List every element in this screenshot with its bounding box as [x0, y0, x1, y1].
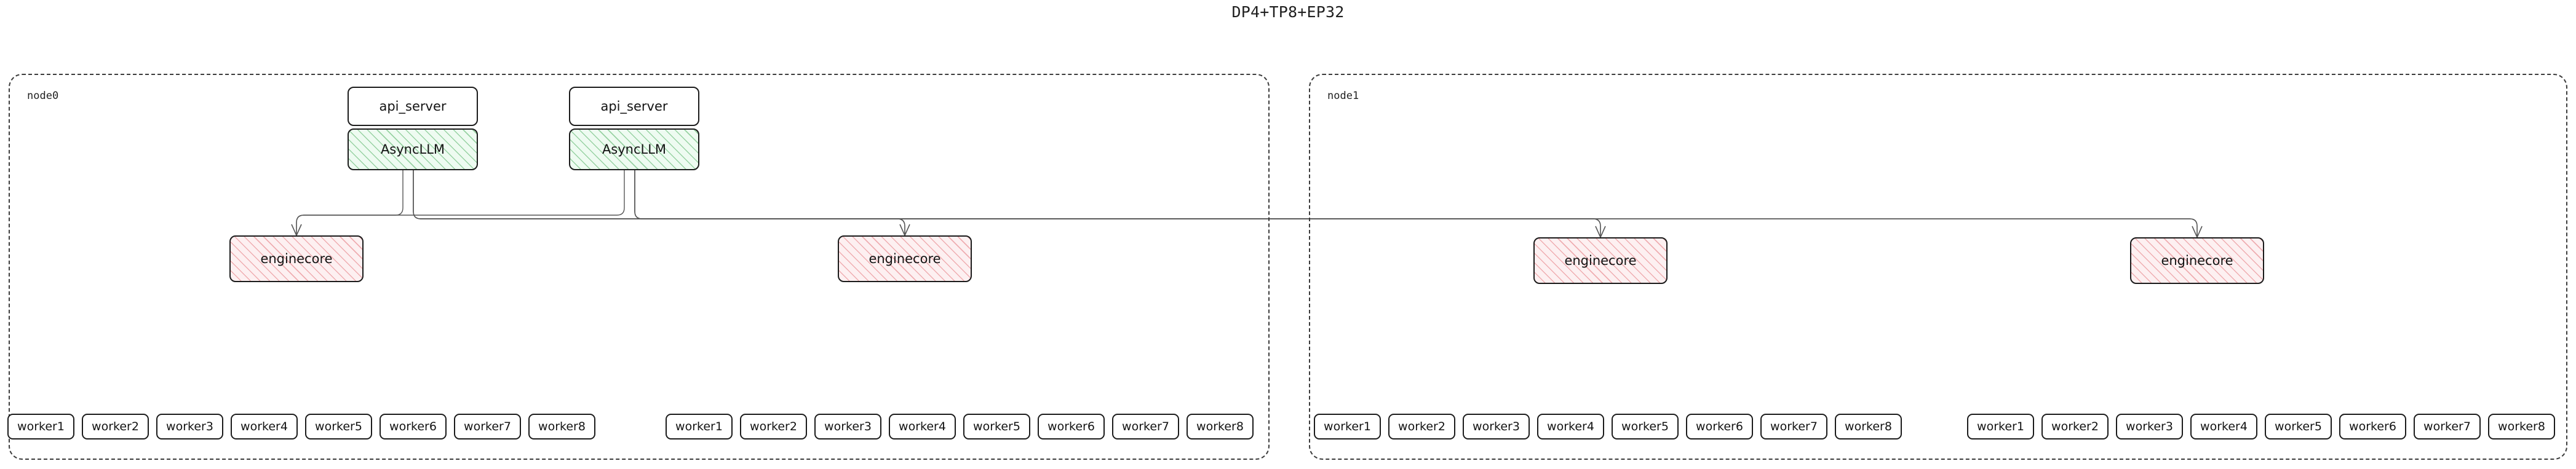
enginecore-box-1-0-label: enginecore [1564, 253, 1637, 268]
worker-box-0-1-7-label: worker8 [1196, 420, 1244, 433]
worker-box-0-0-6[interactable]: worker7 [454, 414, 521, 439]
worker-box-0-0-1-label: worker2 [92, 420, 139, 433]
worker-box-0-0-0[interactable]: worker1 [7, 414, 74, 439]
worker-box-1-1-2[interactable]: worker3 [2116, 414, 2183, 439]
worker-box-1-0-5[interactable]: worker6 [1686, 414, 1753, 439]
node-group-node0 [9, 74, 1270, 460]
worker-box-0-1-2[interactable]: worker3 [814, 414, 881, 439]
worker-box-0-1-1[interactable]: worker2 [740, 414, 807, 439]
worker-box-0-1-0-label: worker1 [675, 420, 723, 433]
worker-box-0-0-4[interactable]: worker5 [305, 414, 372, 439]
enginecore-box-0-0[interactable]: enginecore [229, 235, 364, 282]
worker-box-1-1-1[interactable]: worker2 [2041, 414, 2109, 439]
worker-box-1-0-7[interactable]: worker8 [1835, 414, 1902, 439]
worker-box-1-1-1-label: worker2 [2051, 420, 2099, 433]
api-server-box-0-1[interactable]: api_server [569, 87, 699, 126]
worker-box-1-1-7-label: worker8 [2498, 420, 2545, 433]
worker-box-0-0-5-label: worker6 [389, 420, 437, 433]
worker-box-1-1-6-label: worker7 [2423, 420, 2471, 433]
api-server-box-0-0[interactable]: api_server [348, 87, 478, 126]
worker-box-0-0-2-label: worker3 [166, 420, 213, 433]
enginecore-box-1-1[interactable]: enginecore [2130, 237, 2264, 284]
enginecore-box-0-0-label: enginecore [260, 251, 333, 266]
worker-box-1-0-4-label: worker5 [1621, 420, 1669, 433]
worker-box-1-1-6[interactable]: worker7 [2414, 414, 2481, 439]
worker-box-0-1-0[interactable]: worker1 [666, 414, 733, 439]
page-title: DP4+TP8+EP32 [1231, 3, 1345, 21]
enginecore-box-0-1[interactable]: enginecore [838, 235, 972, 282]
worker-box-0-0-0-label: worker1 [17, 420, 65, 433]
worker-box-1-0-6[interactable]: worker7 [1760, 414, 1827, 439]
api-server-box-0-1-label: api_server [600, 99, 668, 114]
enginecore-box-1-1-label: enginecore [2161, 253, 2233, 268]
node-label-node0: node0 [27, 90, 59, 102]
worker-box-1-1-2-label: worker3 [2126, 420, 2173, 433]
worker-box-1-0-2[interactable]: worker3 [1463, 414, 1530, 439]
worker-box-0-1-5-label: worker6 [1047, 420, 1095, 433]
worker-box-1-1-5-label: worker6 [2349, 420, 2396, 433]
node-label-node1: node1 [1327, 90, 1359, 102]
worker-box-1-1-4[interactable]: worker5 [2265, 414, 2332, 439]
worker-box-0-0-5[interactable]: worker6 [380, 414, 447, 439]
worker-box-0-0-1[interactable]: worker2 [82, 414, 149, 439]
worker-box-1-1-3-label: worker4 [2200, 420, 2248, 433]
worker-box-0-0-7-label: worker8 [538, 420, 586, 433]
worker-box-0-0-3-label: worker4 [241, 420, 288, 433]
worker-box-1-1-0[interactable]: worker1 [1967, 414, 2034, 439]
worker-box-1-0-2-label: worker3 [1473, 420, 1520, 433]
worker-box-1-0-6-label: worker7 [1770, 420, 1818, 433]
worker-box-1-0-0[interactable]: worker1 [1314, 414, 1381, 439]
worker-box-0-1-4-label: worker5 [973, 420, 1020, 433]
worker-box-0-0-3[interactable]: worker4 [231, 414, 298, 439]
worker-box-0-1-5[interactable]: worker6 [1038, 414, 1105, 439]
asyncllm-box-0-1[interactable]: AsyncLLM [569, 128, 699, 170]
worker-box-1-1-4-label: worker5 [2275, 420, 2322, 433]
worker-box-0-0-2[interactable]: worker3 [156, 414, 223, 439]
worker-box-1-0-1[interactable]: worker2 [1388, 414, 1455, 439]
asyncllm-box-0-1-label: AsyncLLM [602, 142, 667, 157]
enginecore-box-1-0[interactable]: enginecore [1533, 237, 1668, 284]
worker-box-0-0-7[interactable]: worker8 [528, 414, 595, 439]
asyncllm-box-0-0[interactable]: AsyncLLM [348, 128, 478, 170]
worker-box-1-1-7[interactable]: worker8 [2488, 414, 2555, 439]
worker-box-0-1-7[interactable]: worker8 [1187, 414, 1254, 439]
worker-box-1-0-1-label: worker2 [1398, 420, 1445, 433]
worker-box-0-1-2-label: worker3 [824, 420, 872, 433]
worker-box-1-0-0-label: worker1 [1324, 420, 1371, 433]
enginecore-box-0-1-label: enginecore [869, 251, 941, 266]
worker-box-0-1-4[interactable]: worker5 [963, 414, 1030, 439]
asyncllm-box-0-0-label: AsyncLLM [380, 142, 445, 157]
worker-box-1-0-3-label: worker4 [1547, 420, 1594, 433]
worker-box-1-1-0-label: worker1 [1977, 420, 2024, 433]
node-group-node1 [1309, 74, 2567, 460]
worker-box-0-1-1-label: worker2 [750, 420, 797, 433]
worker-box-0-0-6-label: worker7 [464, 420, 511, 433]
worker-box-0-1-3-label: worker4 [899, 420, 946, 433]
api-server-box-0-0-label: api_server [379, 99, 447, 114]
worker-box-1-1-3[interactable]: worker4 [2190, 414, 2257, 439]
worker-box-1-0-7-label: worker8 [1845, 420, 1892, 433]
worker-box-0-0-4-label: worker5 [315, 420, 362, 433]
worker-box-1-1-5[interactable]: worker6 [2339, 414, 2406, 439]
worker-box-0-1-3[interactable]: worker4 [889, 414, 956, 439]
worker-box-0-1-6-label: worker7 [1122, 420, 1169, 433]
worker-box-1-0-5-label: worker6 [1696, 420, 1743, 433]
worker-box-1-0-4[interactable]: worker5 [1612, 414, 1679, 439]
worker-box-0-1-6[interactable]: worker7 [1112, 414, 1179, 439]
worker-box-1-0-3[interactable]: worker4 [1537, 414, 1604, 439]
